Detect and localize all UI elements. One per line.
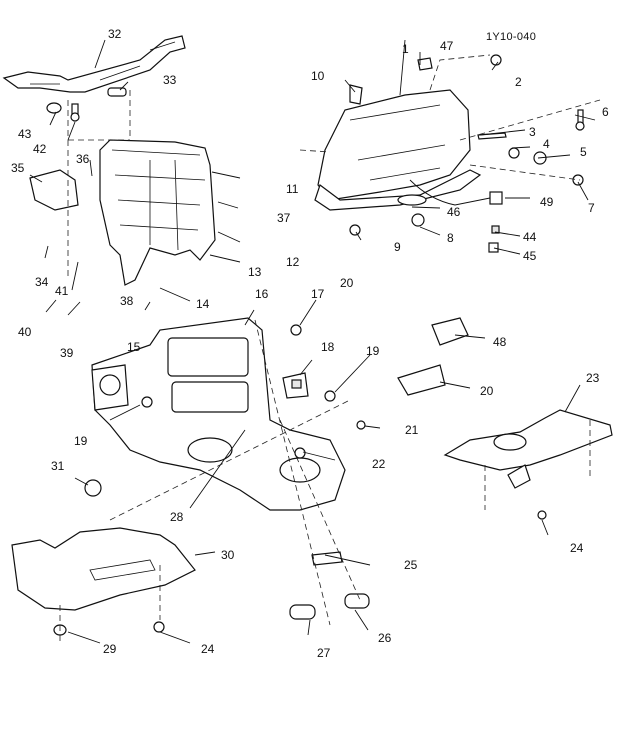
callout-2: 2	[515, 75, 522, 89]
callout-24-right: 24	[570, 541, 584, 555]
cross-beam-part	[2, 35, 186, 93]
callout-33: 33	[163, 73, 177, 87]
callout-24-left: 24	[201, 642, 215, 656]
assembly-lines	[59, 54, 601, 645]
callout-25: 25	[404, 558, 418, 572]
callout-49: 49	[540, 195, 554, 209]
lower-small-parts	[289, 551, 370, 620]
callout-31: 31	[51, 459, 65, 473]
callout-22: 22	[372, 457, 386, 471]
storage-tray-part	[443, 409, 613, 520]
callout-4: 4	[543, 137, 550, 151]
callout-16: 16	[255, 287, 269, 301]
callout-13: 13	[248, 265, 262, 279]
callout-38: 38	[120, 294, 134, 308]
callout-37: 37	[277, 211, 291, 225]
callout-30: 30	[221, 548, 235, 562]
callout-21: 21	[405, 423, 419, 437]
callout-18: 18	[321, 340, 335, 354]
console-accessories	[84, 317, 469, 497]
callout-43: 43	[18, 127, 32, 141]
callout-29: 29	[103, 642, 117, 656]
center-mounting-bracket	[29, 139, 216, 286]
callout-36: 36	[76, 152, 90, 166]
callout-32: 32	[108, 27, 122, 41]
callout-45: 45	[523, 249, 537, 263]
callout-6: 6	[602, 105, 609, 119]
callout-46: 46	[447, 205, 461, 219]
lower-trim-panel-part	[11, 527, 196, 636]
callout-28: 28	[170, 510, 184, 524]
callout-7: 7	[588, 201, 595, 215]
callout-26: 26	[378, 631, 392, 645]
console-bezel-part	[91, 317, 346, 511]
leader-lines	[29, 39, 596, 644]
callout-11: 11	[286, 182, 299, 196]
callout-14: 14	[196, 297, 210, 311]
callout-19-left: 19	[74, 434, 88, 448]
callout-9: 9	[394, 240, 401, 254]
callout-40: 40	[18, 325, 32, 339]
callout-17: 17	[311, 287, 325, 301]
bracket-43-42	[46, 87, 127, 122]
callout-39: 39	[60, 346, 74, 360]
callout-1: 1	[402, 42, 409, 56]
callout-27: 27	[317, 646, 331, 660]
glove-box-part	[314, 57, 503, 211]
callout-48: 48	[493, 335, 507, 349]
callout-20: 20	[480, 384, 494, 398]
diagram-reference-code: 1Y10-040	[486, 31, 537, 43]
callout-47: 47	[440, 39, 454, 53]
callout-8: 8	[447, 231, 454, 245]
callout-3: 3	[529, 125, 536, 139]
callout-10: 10	[311, 69, 325, 83]
callout-41: 41	[55, 284, 69, 298]
callout-35: 35	[11, 161, 25, 175]
callout-15: 15	[127, 340, 141, 354]
callout-44: 44	[523, 230, 537, 244]
callout-5: 5	[580, 145, 587, 159]
callout-42: 42	[33, 142, 47, 156]
callout-23: 23	[586, 371, 600, 385]
callout-34: 34	[35, 275, 49, 289]
callout-12: 12	[286, 255, 300, 269]
callout-19-right: 19	[366, 344, 380, 358]
callout-20-top: 20	[340, 276, 354, 290]
